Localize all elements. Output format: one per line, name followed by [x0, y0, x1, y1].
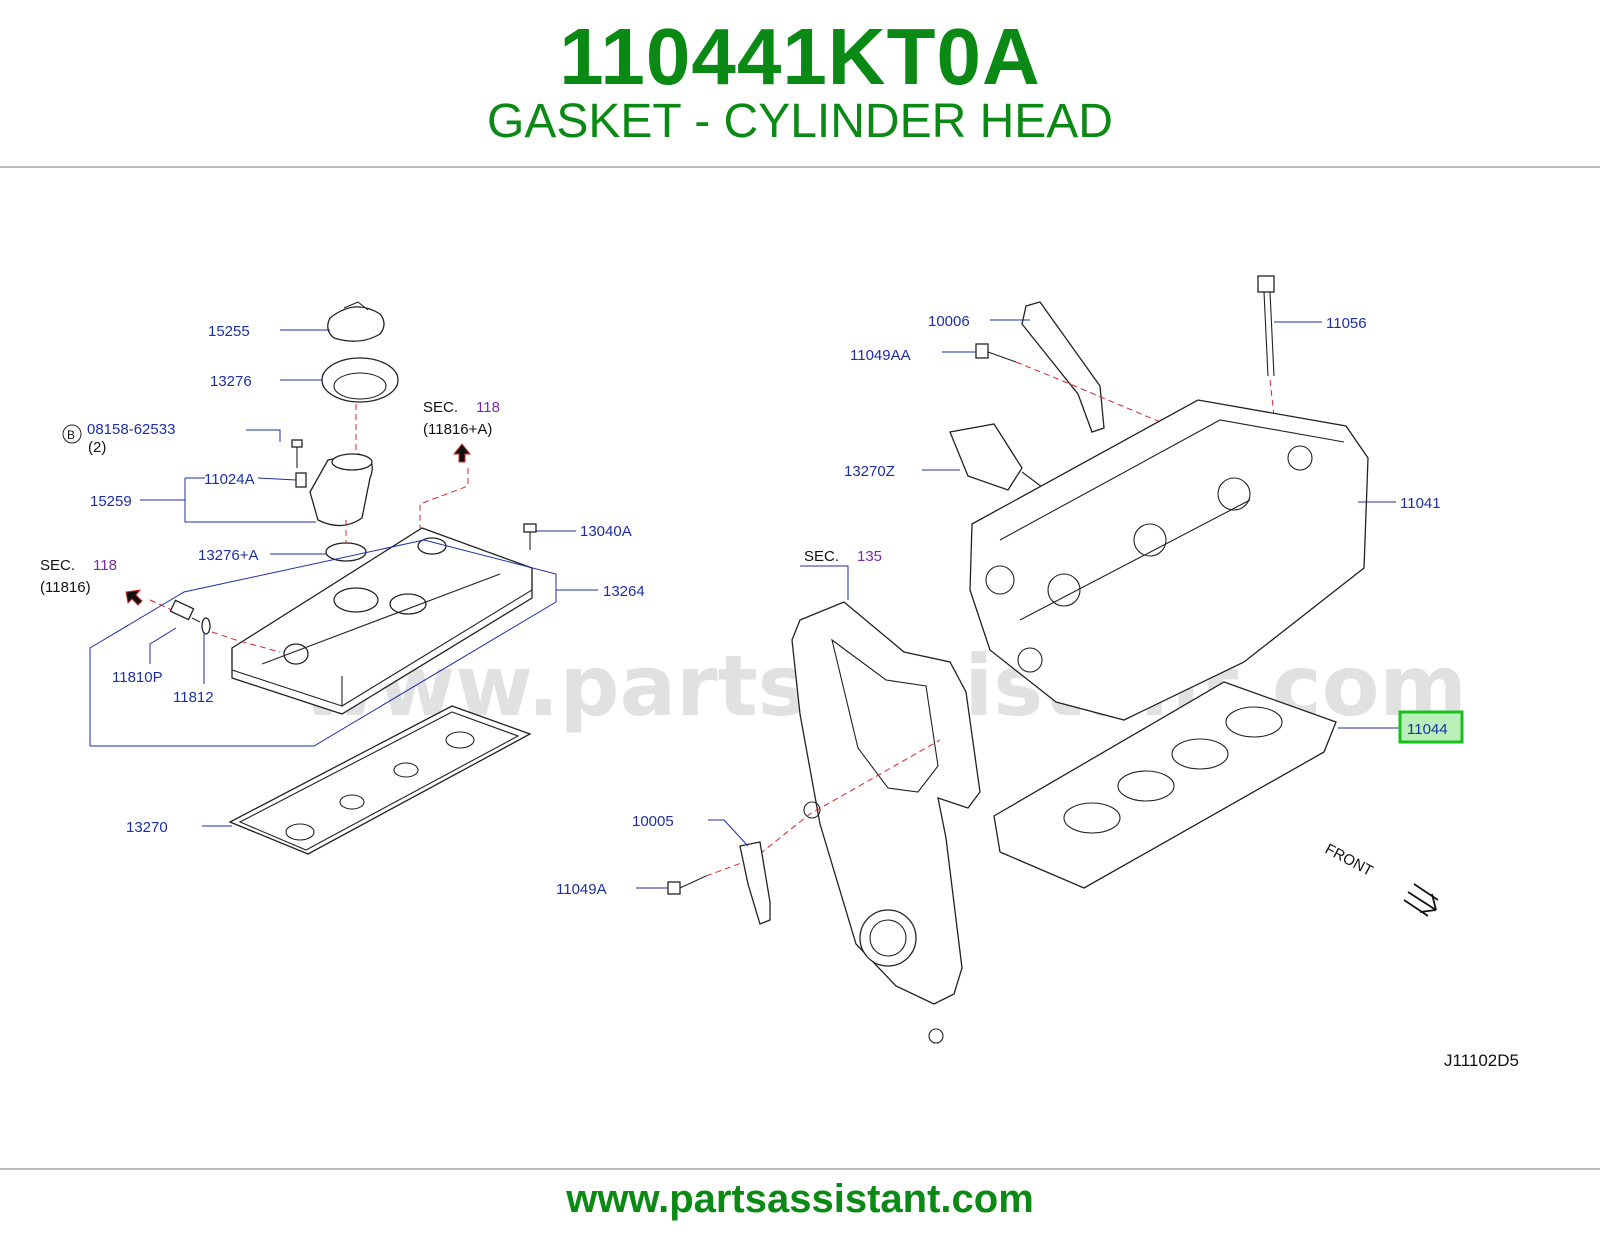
bolt-11049A-part: [667, 875, 707, 895]
head-gasket-part: [993, 681, 1337, 889]
footer-url-link[interactable]: www.partsassistant.com: [566, 1177, 1034, 1221]
header-divider: [0, 166, 1600, 168]
bracket-10005-part: [739, 841, 771, 925]
grommet-part: [201, 617, 211, 635]
pcv-valve-part: [169, 599, 201, 623]
callout-13276[interactable]: 13276: [210, 373, 252, 390]
page-header: 110441KT0A GASKET - CYLINDER HEAD: [0, 0, 1600, 168]
callout-10005[interactable]: 10005: [632, 813, 674, 830]
callout-11044[interactable]: 11044: [1407, 721, 1448, 738]
rocker-cover-gasket-part: [228, 705, 532, 855]
front-label: FRONT: [1322, 841, 1376, 880]
leader-13264-frame: [89, 539, 557, 747]
callout-11812[interactable]: 11812: [173, 689, 214, 706]
leader-sec118: [149, 599, 173, 611]
leader-sec135: [800, 565, 849, 600]
front-cover-part: [791, 601, 981, 1044]
callout-11041[interactable]: 11041: [1400, 495, 1441, 512]
sec-118-arrow-icon: [125, 589, 143, 606]
callout-b-badge: B: [67, 428, 75, 442]
callout-11056[interactable]: 11056: [1326, 315, 1367, 332]
sec-118a-arrow-icon: [452, 443, 472, 463]
callout-11049AA[interactable]: 11049AA: [850, 347, 911, 364]
callout-15259[interactable]: 15259: [90, 493, 132, 510]
leader-11049A-dash: [705, 861, 745, 877]
leader-08158: [246, 429, 281, 442]
head-bolt-part: [1257, 275, 1275, 377]
callout-10006[interactable]: 10006: [928, 313, 970, 330]
bolt-11049AA-part: [975, 343, 1017, 363]
callout-08158-62533[interactable]: 08158-62533: [87, 421, 175, 438]
callout-15255[interactable]: 15255: [208, 323, 250, 340]
bracket-10006-part: [1021, 301, 1105, 433]
diagram-code: J11102D5: [1444, 1051, 1519, 1070]
callout-13276A[interactable]: 13276+A: [198, 547, 258, 564]
leader-10005: [708, 819, 749, 847]
bolt-13040A-part: [523, 523, 537, 550]
sealant-tube-part: [949, 423, 1055, 497]
front-arrow-icon: [1403, 883, 1439, 917]
callout-11044-highlight: [1398, 710, 1464, 744]
callout-13040A[interactable]: 13040A: [580, 523, 632, 540]
part-name-subtitle: GASKET - CYLINDER HEAD: [487, 95, 1113, 148]
filler-seal-part: [321, 357, 399, 403]
sec-135-label: SEC.: [804, 548, 839, 565]
bolt-08158-part: [291, 439, 303, 468]
leader-front-cover-dash: [751, 739, 941, 861]
leader-pcv-dash: [211, 631, 281, 653]
callout-13270[interactable]: 13270: [126, 819, 168, 836]
o-ring-part: [325, 542, 367, 562]
leader-11810P: [149, 627, 177, 664]
leader-11049AA-dash: [1015, 361, 1185, 433]
callout-11024A[interactable]: 11024A: [204, 471, 255, 488]
callout-13270Z[interactable]: 13270Z: [844, 463, 895, 480]
leader-sec118a: [419, 468, 469, 528]
footer-divider: [0, 1168, 1600, 1170]
sec-118a-number[interactable]: 118: [476, 399, 500, 416]
part-number-title: 110441KT0A: [559, 12, 1041, 101]
sec-118a-label: SEC.: [423, 399, 458, 416]
leader-15259: [184, 478, 316, 523]
cylinder-head-part: [969, 399, 1369, 721]
oil-filler-cap-part: [327, 301, 385, 342]
callout-11810P[interactable]: 11810P: [112, 669, 163, 686]
sec-118-label: SEC.: [40, 557, 75, 574]
rocker-cover-part: [231, 527, 533, 715]
callout-13264[interactable]: 13264: [603, 583, 645, 600]
callout-08158-qty: (2): [88, 439, 106, 456]
leader-11024A-b: [257, 477, 297, 481]
callout-b-badge-ring: [62, 424, 82, 444]
oil-filler-tube-part: [295, 453, 373, 527]
callout-11049A[interactable]: 11049A: [556, 881, 607, 898]
sec-118-sub: (11816): [40, 579, 91, 596]
sec-118-number[interactable]: 118: [93, 557, 117, 574]
sec-135-number[interactable]: 135: [857, 548, 882, 565]
sec-118a-sub: (11816+A): [423, 421, 492, 438]
